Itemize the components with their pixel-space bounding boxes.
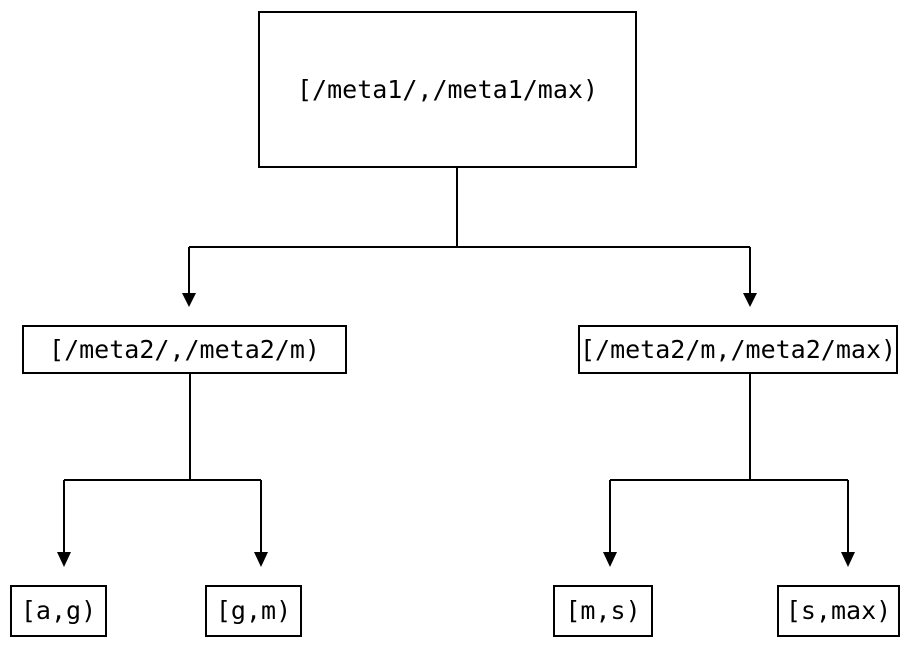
edge-root-midleft-midright [182, 168, 757, 307]
tree-node-label: [a,g) [20, 596, 97, 626]
arrowhead-icon [254, 552, 268, 567]
arrowhead-icon [743, 293, 757, 307]
tree-node-label: [/meta2/,/meta2/m) [49, 334, 320, 364]
edge-midright-children [603, 374, 855, 567]
tree-node-mid-right[interactable]: [/meta2/m,/meta2/max) [578, 325, 898, 374]
arrowhead-icon [603, 552, 617, 567]
tree-node-leaf-gm[interactable]: [g,m) [205, 585, 302, 637]
arrowhead-icon [182, 293, 196, 307]
tree-node-leaf-ag[interactable]: [a,g) [10, 585, 107, 637]
tree-node-label: [/meta1/,/meta1/max) [296, 74, 599, 104]
tree-node-label: [g,m) [215, 596, 292, 626]
arrowhead-icon [841, 552, 855, 567]
tree-node-label: [s,max) [785, 596, 892, 626]
arrowhead-icon [57, 552, 71, 567]
tree-node-label: [m,s) [565, 596, 641, 626]
tree-node-root[interactable]: [/meta1/,/meta1/max) [258, 11, 637, 168]
tree-node-mid-left[interactable]: [/meta2/,/meta2/m) [22, 325, 347, 374]
tree-node-leaf-smax[interactable]: [s,max) [777, 585, 900, 637]
edge-midleft-children [57, 374, 268, 567]
tree-node-label: [/meta2/m,/meta2/max) [579, 334, 897, 364]
tree-node-leaf-ms[interactable]: [m,s) [553, 585, 653, 637]
